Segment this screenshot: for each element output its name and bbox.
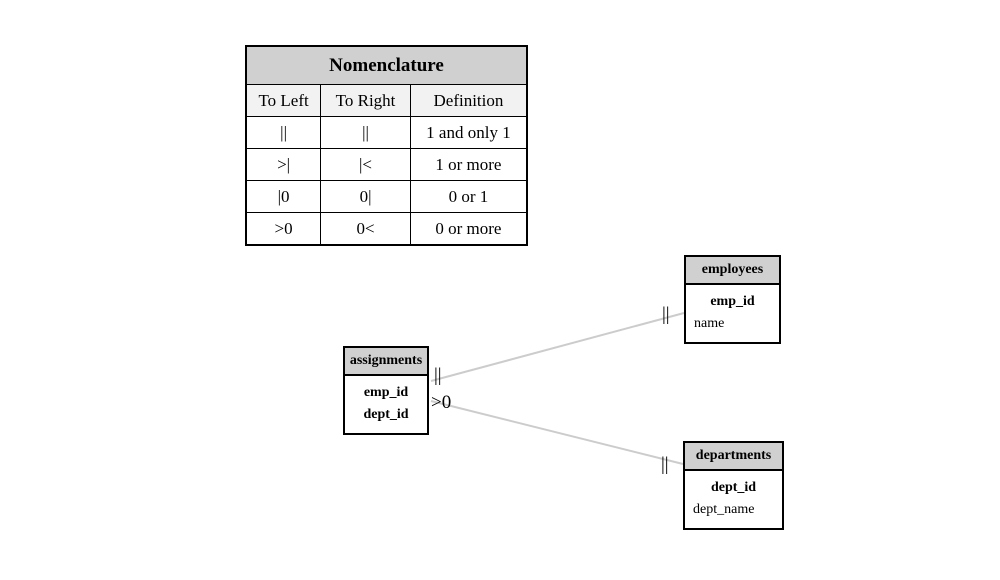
legend-to-right-symbol: || [320, 116, 411, 149]
entity-attributes-departments: dept_id dept_name [685, 471, 782, 528]
legend-to-left-symbol: >| [245, 148, 322, 181]
legend-to-right-symbol: 0< [320, 212, 411, 246]
attribute-emp-id: emp_id [363, 385, 409, 400]
cardinality-marker-departments-to-assignments: || [661, 454, 669, 475]
legend-to-right-symbol: 0| [320, 180, 411, 213]
legend-column-definition: Definition [409, 84, 528, 117]
legend-row: |0 0| 0 or 1 [245, 180, 528, 213]
nomenclature-legend-table: Nomenclature To Left To Right Definition… [245, 45, 528, 246]
legend-definition: 0 or more [409, 212, 528, 246]
legend-to-right-symbol: |< [320, 148, 411, 181]
cardinality-marker-employees-to-assignments: || [662, 304, 670, 325]
entity-title-departments: departments [685, 443, 782, 471]
legend-to-left-symbol: >0 [245, 212, 322, 246]
entity-employees[interactable]: employees emp_id name [684, 255, 781, 345]
entity-attributes-assignments: emp_id dept_id [345, 376, 427, 433]
legend-column-to-right: To Right [320, 84, 411, 117]
legend-column-to-left: To Left [245, 84, 322, 117]
entity-assignments[interactable]: assignments emp_id dept_id [343, 346, 429, 436]
legend-title: Nomenclature [245, 45, 528, 85]
legend-row: >| |< 1 or more [245, 148, 528, 181]
attribute-emp-id: emp_id [710, 294, 755, 309]
legend-row: || || 1 and only 1 [245, 116, 528, 149]
attribute-name: name [694, 315, 725, 331]
cardinality-marker-assignments-to-departments: >0 [431, 392, 452, 413]
entity-title-employees: employees [686, 257, 779, 285]
relationship-line-assignments-departments [430, 400, 684, 465]
legend-definition: 0 or 1 [409, 180, 528, 213]
entity-title-assignments: assignments [345, 348, 427, 376]
relationship-line-assignments-employees [430, 312, 685, 382]
legend-title-row: Nomenclature [245, 45, 528, 85]
entity-departments[interactable]: departments dept_id dept_name [683, 441, 784, 531]
legend-header-row: To Left To Right Definition [245, 84, 528, 117]
attribute-dept-id: dept_id [710, 480, 757, 495]
legend-row: >0 0< 0 or more [245, 212, 528, 246]
entity-attributes-employees: emp_id name [686, 285, 779, 342]
legend-to-left-symbol: || [245, 116, 322, 149]
attribute-dept-name: dept_name [693, 501, 755, 517]
legend-definition: 1 and only 1 [409, 116, 528, 149]
cardinality-marker-assignments-to-employees: || [434, 365, 442, 386]
attribute-dept-id: dept_id [363, 406, 409, 422]
legend-definition: 1 or more [409, 148, 528, 181]
legend-to-left-symbol: |0 [245, 180, 322, 213]
